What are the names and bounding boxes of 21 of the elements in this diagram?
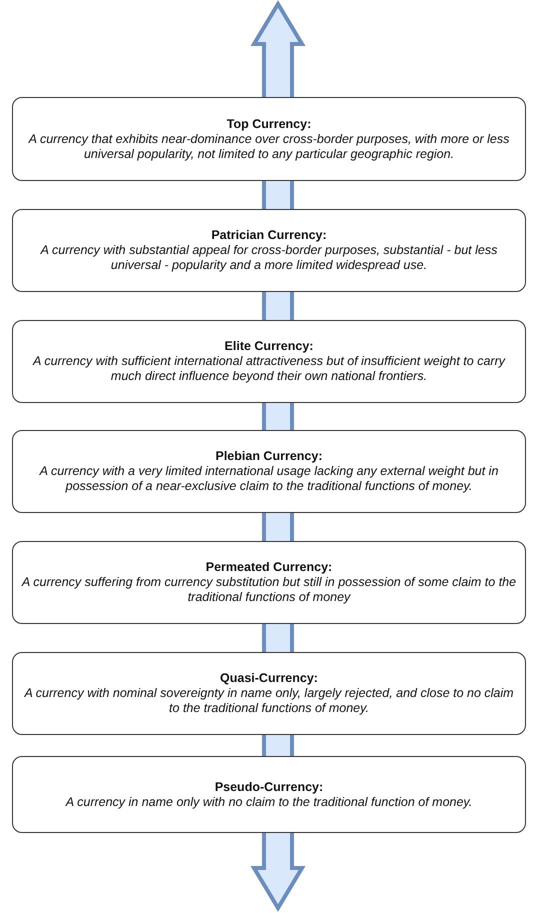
text-box (12, 652, 526, 735)
text-box (12, 320, 526, 403)
box-heading: Patrician Currency: (211, 228, 327, 243)
text-box (12, 430, 526, 513)
text-box (12, 541, 526, 624)
box-description: A currency in name only with no claim to the traditional function of money. (66, 794, 472, 810)
box-description: A currency suffering from currency substitution but still in possession of some claim to the traditional functions of money (20, 575, 518, 605)
box-description: A currency with a very limited international usage lacking any external weight but in possession of a near-exclusive claim to the traditional functions of money. (38, 464, 500, 494)
box-heading: Top Currency: (226, 116, 312, 132)
box-heading: Pseudo-Currency: (214, 780, 324, 794)
box-description: A currency that exhibits near-dominance over cross-border purposes, with more or less universal popularity, not limited to any particular geographic region. (27, 132, 510, 162)
text-box (12, 97, 526, 181)
box-heading: Quasi-Currency: (220, 671, 318, 686)
box-description: A currency with sufficient international attractiveness but of insufficient weight to carry much direct influence beyond their own national frontiers. (32, 354, 506, 384)
box-heading: Permeated Currency: (206, 560, 332, 575)
box-description: A currency with nominal sovereignty in name only, largely rejected, and close to no claim to the traditional functions of money. (23, 686, 515, 716)
box-description: A currency with substantial appeal for cross-border purposes, substantial - but less universal - popularity and a more limited widespread use. (39, 243, 498, 273)
text-box (12, 756, 526, 833)
box-heading: Plebian Currency: (216, 449, 322, 464)
box-heading: Elite Currency: (224, 339, 314, 354)
text-box (12, 209, 526, 292)
